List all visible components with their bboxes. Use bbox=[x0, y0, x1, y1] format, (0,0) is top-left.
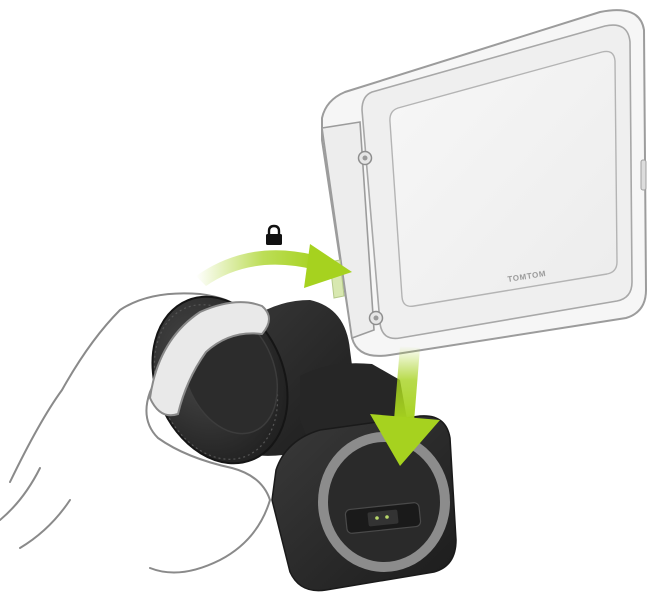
mount-ring-inner bbox=[328, 442, 440, 562]
mount-connector-pin-1 bbox=[375, 516, 379, 520]
device-screw-bottom-center bbox=[374, 316, 379, 321]
rotate-arrow-icon bbox=[196, 244, 352, 288]
lock-icon bbox=[266, 226, 282, 245]
device-side-button bbox=[641, 160, 646, 190]
device-screw-top-center bbox=[363, 156, 368, 161]
navigation-device: TOMTOM bbox=[322, 10, 646, 356]
mount-connector-pin-2 bbox=[385, 515, 389, 519]
